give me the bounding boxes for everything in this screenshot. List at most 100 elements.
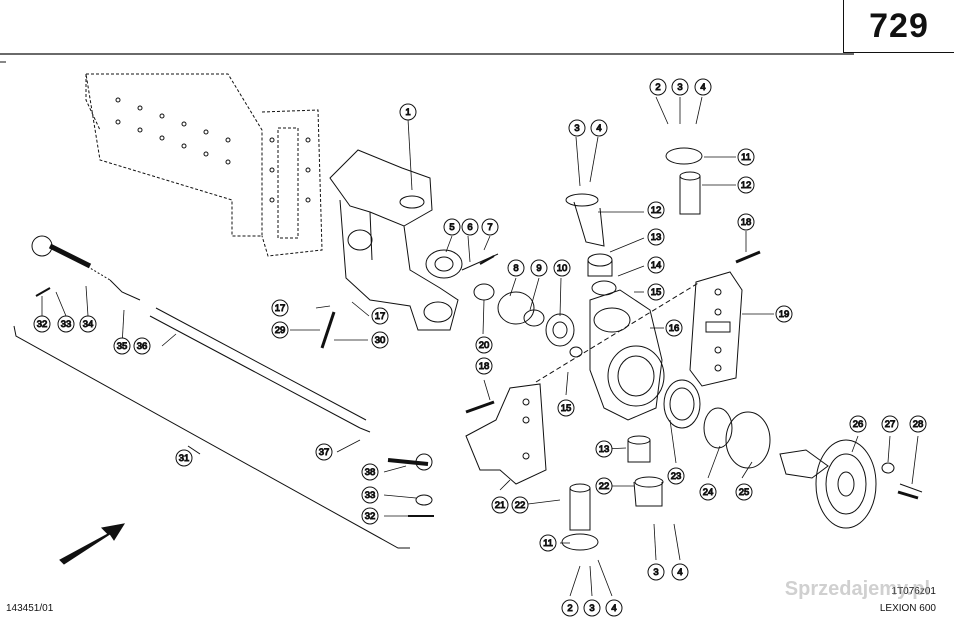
callout-circle <box>399 103 417 121</box>
callout-label: 32 <box>365 511 376 522</box>
callout-label: 4 <box>700 82 705 93</box>
callout-label: 17 <box>275 303 286 314</box>
callout-label: 32 <box>37 319 48 330</box>
callout-label: 10 <box>557 263 568 274</box>
callout-3: 3 <box>671 78 689 96</box>
callout-36: 36 <box>133 337 151 355</box>
callout-circle <box>568 119 586 137</box>
callout-22: 22 <box>511 496 529 514</box>
alignment-line <box>535 281 701 383</box>
callout-circle <box>530 259 548 277</box>
callout-circle <box>649 78 667 96</box>
callout-label: 6 <box>467 222 472 233</box>
callout-3: 3 <box>568 119 586 137</box>
seal-rings <box>663 379 771 469</box>
callout-label: 1 <box>405 107 410 118</box>
callout-label: 17 <box>375 311 386 322</box>
callout-24: 24 <box>699 483 717 501</box>
callout-18: 18 <box>475 357 493 375</box>
tie-rod-assembly <box>31 235 434 517</box>
model-name: LEXION 600 <box>879 603 936 614</box>
callout-13: 13 <box>595 440 613 458</box>
callout-20: 20 <box>475 336 493 354</box>
callout-circle <box>849 415 867 433</box>
callout-circle <box>361 463 379 481</box>
callout-label: 15 <box>651 287 662 298</box>
bracket-plate-left <box>465 383 547 485</box>
figure-code: 143451/01 <box>6 603 54 614</box>
callout-label: 16 <box>669 323 680 334</box>
callout-29: 29 <box>271 321 289 339</box>
callout-circle <box>647 228 665 246</box>
callout-circle <box>667 467 685 485</box>
bolts <box>320 250 919 500</box>
callout-label: 2 <box>655 82 660 93</box>
callout-circle <box>475 357 493 375</box>
callout-25: 25 <box>735 483 753 501</box>
callout-label: 11 <box>543 538 553 549</box>
callout-circle <box>443 218 461 236</box>
kingpin-bearing-group <box>425 249 575 347</box>
callout-30: 30 <box>371 331 389 349</box>
callout-circle <box>371 331 389 349</box>
lower-kingpin-assembly <box>561 435 664 551</box>
callout-circle <box>361 486 379 504</box>
callout-label: 22 <box>515 500 526 511</box>
bracket-plate-right <box>689 271 743 387</box>
callout-circle <box>33 315 51 333</box>
callout-16: 16 <box>665 319 683 337</box>
callout-label: 13 <box>651 232 662 243</box>
callout-label: 20 <box>479 340 490 351</box>
callout-8: 8 <box>507 259 525 277</box>
callout-label: 23 <box>671 471 682 482</box>
callout-circle <box>511 496 529 514</box>
callout-34: 34 <box>79 315 97 333</box>
callout-label: 2 <box>567 603 572 614</box>
callout-label: 34 <box>83 319 94 330</box>
callout-circle <box>694 78 712 96</box>
watermark: Sprzedajemy.pl <box>784 578 930 600</box>
callout-37: 37 <box>315 443 333 461</box>
callout-circle <box>271 321 289 339</box>
callout-label: 5 <box>449 222 454 233</box>
callout-circle <box>175 449 193 467</box>
callout-circle <box>361 507 379 525</box>
callout-circle <box>113 337 131 355</box>
callout-label: 8 <box>513 263 518 274</box>
callout-label: 27 <box>885 419 896 430</box>
callout-4: 4 <box>605 599 623 617</box>
callout-label: 38 <box>365 467 376 478</box>
callout-26: 26 <box>849 415 867 433</box>
callout-label: 14 <box>651 260 662 271</box>
callout-label: 3 <box>677 82 682 93</box>
callout-35: 35 <box>113 337 131 355</box>
callout-label: 15 <box>561 403 572 414</box>
callout-33: 33 <box>361 486 379 504</box>
callout-circle <box>595 477 613 495</box>
bracket-31-line <box>13 325 410 549</box>
chassis-frame <box>85 73 323 257</box>
callout-7: 7 <box>481 218 499 236</box>
callout-label: 35 <box>117 341 128 352</box>
callout-5: 5 <box>443 218 461 236</box>
callout-4: 4 <box>590 119 608 137</box>
callout-label: 28 <box>913 419 924 430</box>
callout-label: 30 <box>375 335 386 346</box>
direction-arrow <box>59 523 126 565</box>
callout-label: 24 <box>703 487 714 498</box>
callout-13: 13 <box>647 228 665 246</box>
drawing-code: 1T076z01 <box>891 586 936 597</box>
callout-4: 4 <box>694 78 712 96</box>
callout-21: 21 <box>491 496 509 514</box>
callout-28: 28 <box>909 415 927 433</box>
callout-4: 4 <box>671 563 689 581</box>
callout-label: 11 <box>741 152 751 163</box>
callout-circle <box>371 307 389 325</box>
callout-22: 22 <box>595 477 613 495</box>
callout-label: 21 <box>495 500 506 511</box>
callout-label: 12 <box>741 180 752 191</box>
callout-circle <box>737 176 755 194</box>
callout-circle <box>775 305 793 323</box>
callout-label: 9 <box>536 263 541 274</box>
